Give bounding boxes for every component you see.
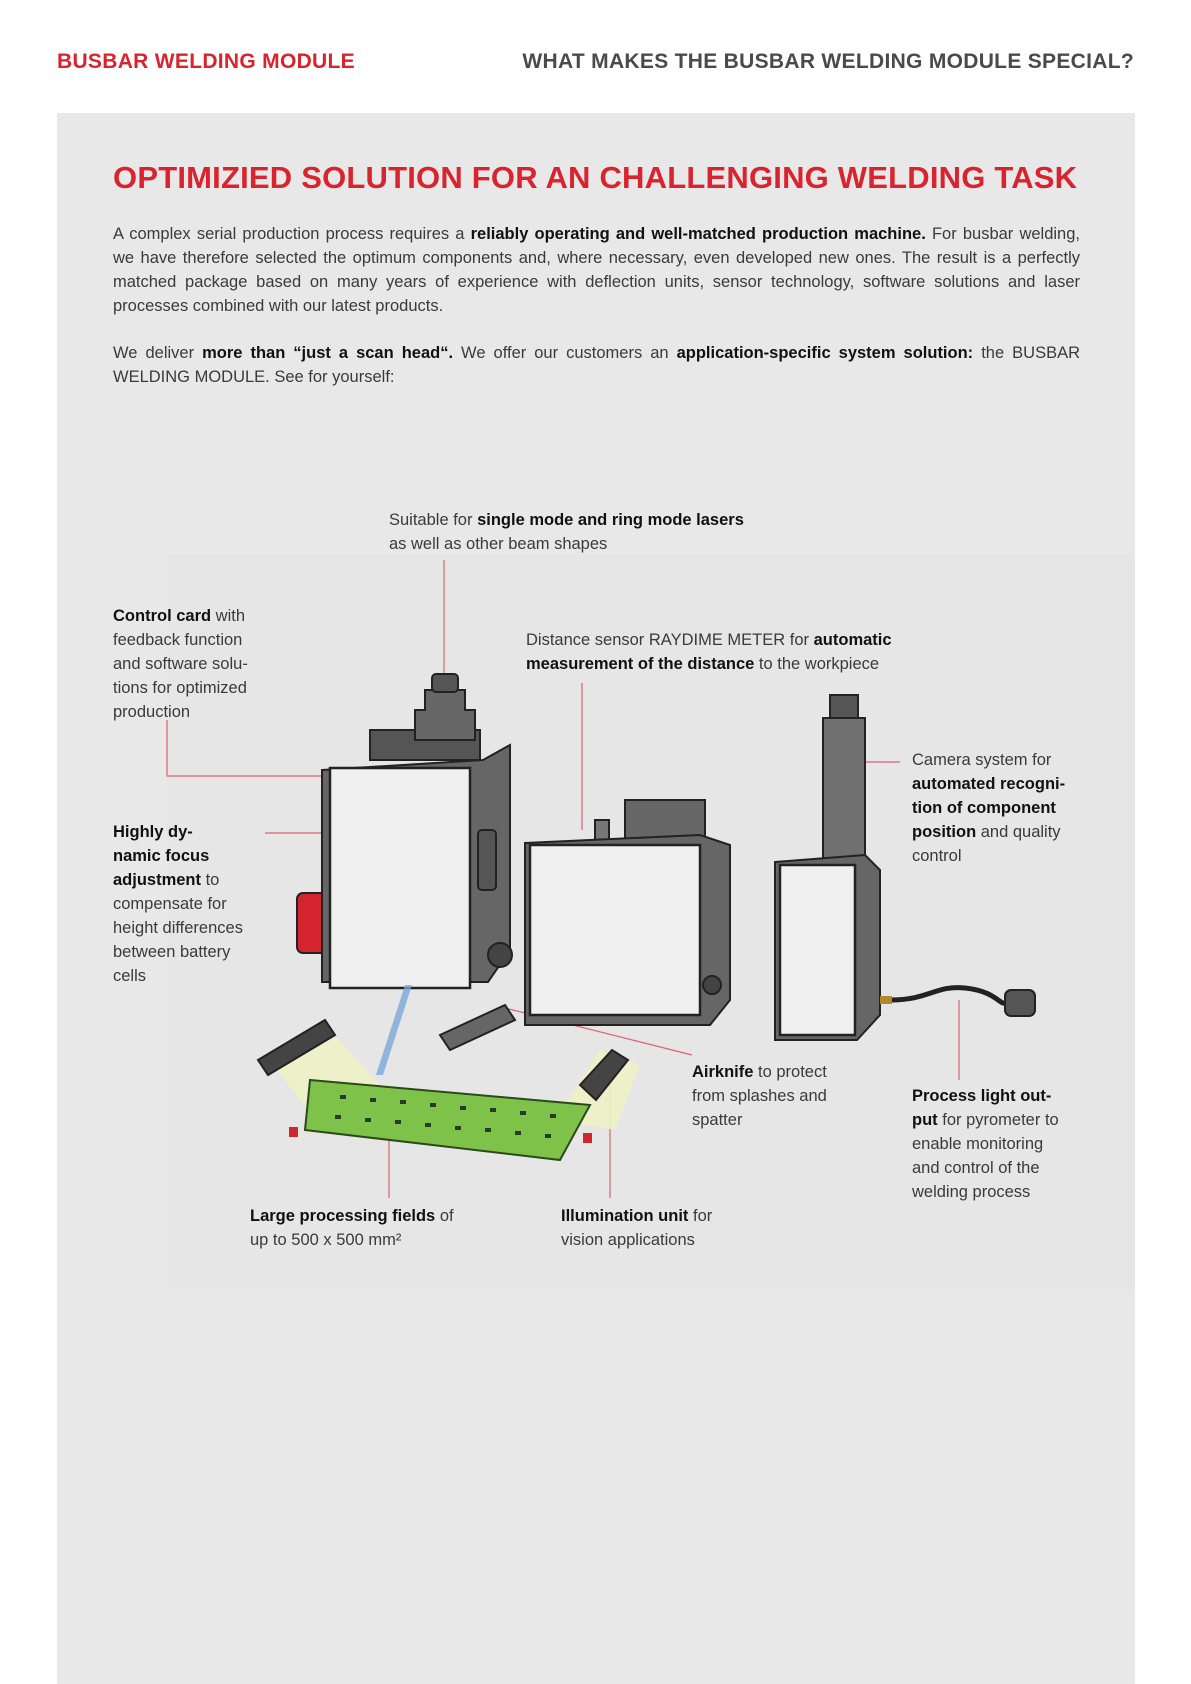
intro-paragraph-1: A complex serial production process requ…	[113, 225, 1080, 315]
callout-control-card: Control card with feedback function and …	[113, 607, 248, 721]
callout-process-light-output: Process light out- put for pyrometer to …	[912, 1087, 1059, 1201]
callout-focus-adjustment: Highly dy- namic focus adjustment to com…	[113, 823, 243, 985]
intro-paragraph-2: We deliver more than “just a scan head“.…	[113, 344, 1081, 386]
distance-sensor-drawing	[524, 799, 731, 1026]
callout-camera-system: Camera system for automated recogni- tio…	[912, 751, 1066, 865]
processing-field-drawing	[256, 1018, 640, 1162]
module-illustration	[166, 555, 1135, 1290]
section-title: BUSBAR WELDING MODULE	[57, 50, 355, 73]
process-light-output-drawing	[880, 985, 1036, 1017]
airknife-drawing	[438, 1003, 517, 1052]
scan-head-drawing	[296, 673, 513, 990]
callout-lasers: Suitable for single mode and ring mode l…	[389, 511, 744, 553]
callout-airknife: Airknife to protect from splashes and sp…	[692, 1063, 827, 1129]
callout-distance-sensor: Distance sensor RAYDIME METER for automa…	[526, 631, 892, 673]
camera-system-drawing	[774, 694, 881, 1041]
laser-beam	[376, 985, 412, 1075]
article-title: OPTIMIZIED SOLUTION FOR AN CHALLENGING W…	[113, 160, 1078, 195]
callout-illumination-unit: Illumination unit for vision application…	[561, 1207, 713, 1249]
callout-processing-fields: Large processing fields of up to 500 x 5…	[250, 1207, 454, 1249]
page-heading: WHAT MAKES THE BUSBAR WELDING MODULE SPE…	[522, 50, 1134, 73]
